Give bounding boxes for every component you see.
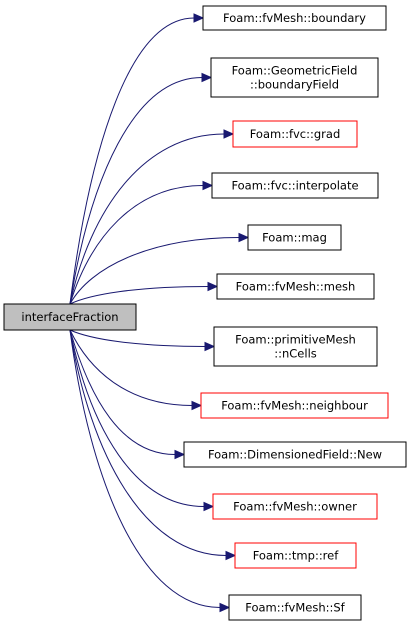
- call-edge-arrowhead: [225, 550, 237, 561]
- root-node-label: interfaceFraction: [21, 310, 118, 324]
- call-edge-arrowhead: [223, 129, 235, 139]
- call-edge-mesh: [69, 286, 209, 305]
- callee-node-label: Foam::fvc::interpolate: [231, 179, 358, 193]
- call-edge-arrowhead: [207, 281, 219, 292]
- callee-node-interpolate[interactable]: Foam::fvc::interpolate: [211, 172, 379, 199]
- root-node: interfaceFraction: [3, 303, 137, 331]
- callee-node-box[interactable]: [210, 57, 379, 98]
- call-edge-arrowhead: [219, 602, 231, 613]
- callee-node-owner[interactable]: Foam::fvMesh::owner: [212, 493, 378, 520]
- callee-node-label: Foam::fvMesh::mesh: [236, 280, 356, 294]
- callee-node-label: Foam::fvMesh::Sf: [245, 601, 345, 615]
- call-edge-arrowhead: [201, 72, 213, 83]
- call-edge-owner: [69, 329, 205, 507]
- callee-node-box[interactable]: [183, 441, 407, 468]
- call-edge-mag: [69, 237, 240, 305]
- callee-node-box[interactable]: [234, 542, 357, 569]
- callee-node-neighbour[interactable]: Foam::fvMesh::neighbour: [200, 392, 389, 419]
- call-edge-grad: [69, 133, 225, 305]
- callee-node-label: Foam::fvMesh::boundary: [223, 11, 366, 25]
- callee-node-label: Foam::fvMesh::owner: [233, 500, 357, 514]
- callee-node-box[interactable]: [216, 273, 375, 300]
- call-edge-arrowhead: [193, 13, 205, 23]
- callee-node-box[interactable]: [247, 224, 342, 251]
- callee-node-box[interactable]: [202, 5, 387, 31]
- call-edge-interpolate: [69, 185, 204, 305]
- callee-node-label: Foam::primitiveMesh: [235, 333, 356, 347]
- callee-node-label: ::boundaryField: [250, 78, 339, 92]
- call-edge-nCells: [69, 329, 206, 347]
- callee-node-new[interactable]: Foam::DimensionedField::New: [183, 441, 407, 468]
- call-edge-neighbour: [69, 329, 193, 406]
- call-edge-arrowhead: [191, 400, 203, 411]
- callee-node-label: Foam::GeometricField: [232, 64, 358, 78]
- callee-node-ref[interactable]: Foam::tmp::ref: [234, 542, 357, 569]
- call-edges: [69, 13, 250, 613]
- callee-node-label: Foam::DimensionedField::New: [208, 448, 382, 462]
- callee-node-box[interactable]: [211, 172, 379, 199]
- callee-node-grad[interactable]: Foam::fvc::grad: [232, 120, 358, 148]
- call-edge-arrowhead: [204, 341, 216, 352]
- callee-node-label: ::nCells: [274, 347, 317, 361]
- call-edge-ref: [69, 329, 227, 556]
- callee-node-mag[interactable]: Foam::mag: [247, 224, 342, 251]
- call-edge-arrowhead: [174, 449, 186, 460]
- callee-node-label: Foam::mag: [262, 231, 327, 245]
- callee-node-label: Foam::tmp::ref: [253, 549, 340, 563]
- call-edge-new: [69, 329, 176, 455]
- callee-node-label: Foam::fvMesh::neighbour: [221, 399, 368, 413]
- call-edge-boundaryField: [69, 77, 203, 305]
- callee-node-label: Foam::fvc::grad: [250, 127, 341, 141]
- call-edge-sf: [69, 329, 221, 608]
- callee-node-box[interactable]: [213, 326, 378, 367]
- callee-node-boundaryField[interactable]: Foam::GeometricField::boundaryField: [210, 57, 379, 98]
- call-edge-arrowhead: [202, 180, 214, 191]
- callee-node-nCells[interactable]: Foam::primitiveMesh::nCells: [213, 326, 378, 367]
- call-nodes: interfaceFraction Foam::fvMesh::boundary…: [3, 5, 407, 621]
- callee-node-box[interactable]: [212, 493, 378, 520]
- root-node-box: [3, 303, 137, 331]
- call-edge-arrowhead: [203, 501, 215, 512]
- callee-node-mesh[interactable]: Foam::fvMesh::mesh: [216, 273, 375, 300]
- call-edge-boundary: [69, 17, 195, 305]
- call-edge-arrowhead: [238, 232, 250, 243]
- callee-node-boundary[interactable]: Foam::fvMesh::boundary: [202, 5, 387, 31]
- callee-node-box[interactable]: [232, 120, 358, 148]
- callee-node-sf[interactable]: Foam::fvMesh::Sf: [228, 594, 362, 621]
- callee-node-box[interactable]: [228, 594, 362, 621]
- callee-node-box[interactable]: [200, 392, 389, 419]
